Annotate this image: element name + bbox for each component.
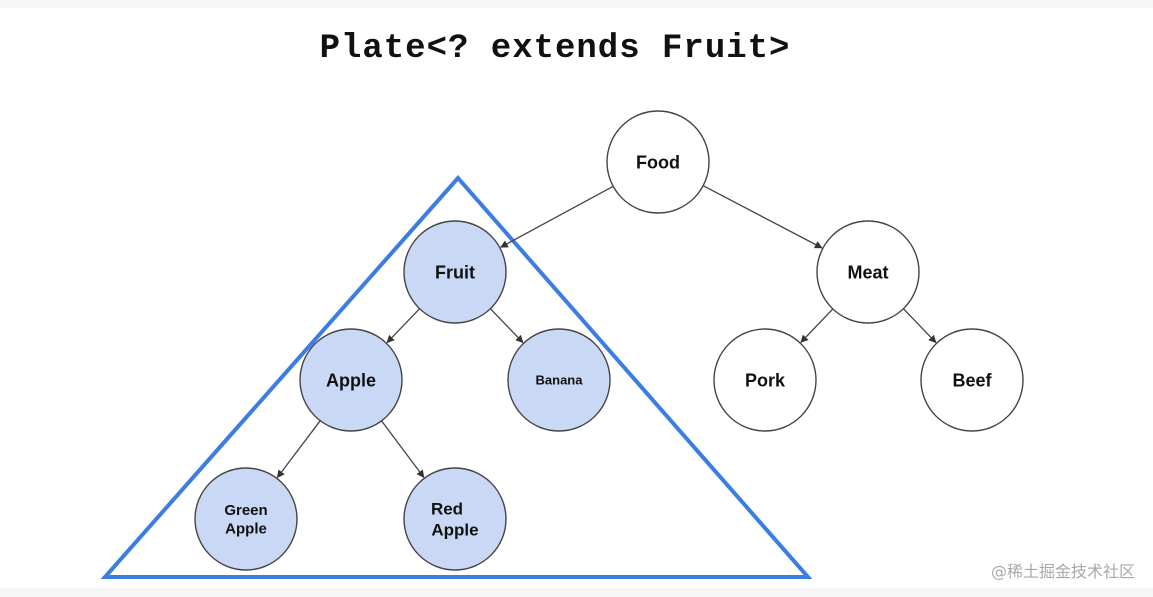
node-circle	[606, 110, 710, 214]
node-label: Apple	[326, 370, 376, 390]
node-label: Red	[431, 499, 463, 518]
node-label: Banana	[536, 373, 584, 388]
edge-fruit-to-banana	[489, 308, 524, 344]
node-label: Fruit	[435, 262, 475, 282]
edge-food-to-fruit	[500, 185, 614, 248]
node-meat: Meat	[816, 220, 920, 324]
watermark: @稀土掘金技术社区	[990, 562, 1135, 581]
node-circle	[713, 328, 817, 432]
node-label: Green	[224, 502, 267, 519]
node-label: Apple	[225, 521, 267, 538]
node-pork: Pork	[713, 328, 817, 432]
node-circle	[507, 328, 611, 432]
node-label: Food	[636, 152, 680, 172]
node-label: Apple	[431, 521, 478, 540]
node-label: Pork	[745, 370, 786, 390]
node-circle	[403, 220, 507, 324]
edge-apple-to-green-apple	[276, 420, 321, 479]
top-bar	[0, 0, 1153, 8]
node-food: Food	[606, 110, 710, 214]
edge-food-to-meat	[702, 185, 823, 249]
edge-meat-to-beef	[902, 308, 937, 344]
edge-fruit-to-apple	[386, 308, 421, 344]
node-circle	[403, 467, 507, 571]
bottom-bar	[0, 588, 1153, 597]
node-circle	[816, 220, 920, 324]
bounded-wildcard-triangle	[100, 174, 813, 579]
node-apple: Apple	[299, 328, 403, 432]
edge-meat-to-pork	[800, 308, 834, 343]
node-label: Beef	[952, 370, 992, 390]
node-circle	[299, 328, 403, 432]
node-beef: Beef	[920, 328, 1024, 432]
node-fruit: Fruit	[403, 220, 507, 324]
node-circle	[194, 467, 298, 571]
edge-apple-to-red-apple	[381, 420, 425, 478]
diagram-title: Plate<? extends Fruit>	[319, 30, 791, 68]
node-circle	[920, 328, 1024, 432]
node-label: Meat	[847, 262, 888, 282]
node-banana: Banana	[507, 328, 611, 432]
